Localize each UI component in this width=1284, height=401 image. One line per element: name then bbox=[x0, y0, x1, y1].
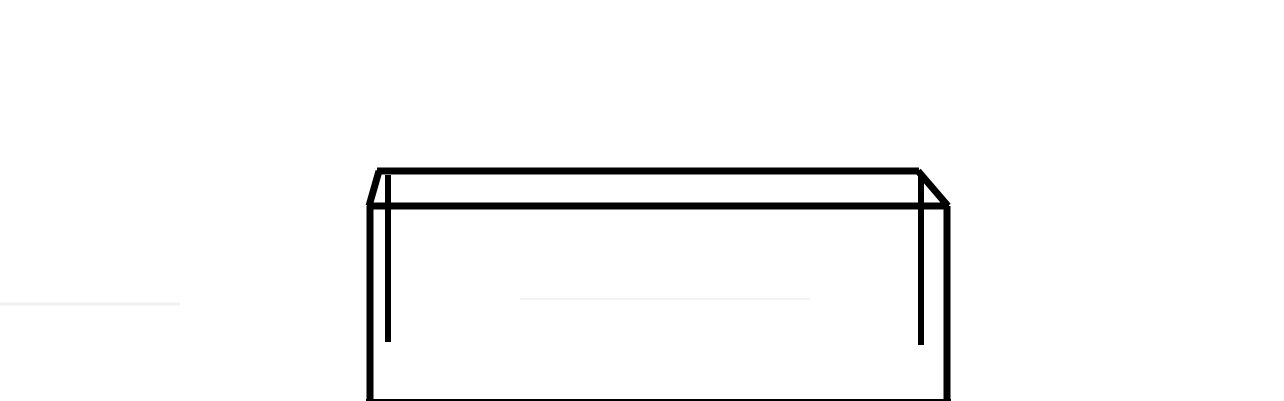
tabletop-left-edge bbox=[365, 170, 383, 207]
